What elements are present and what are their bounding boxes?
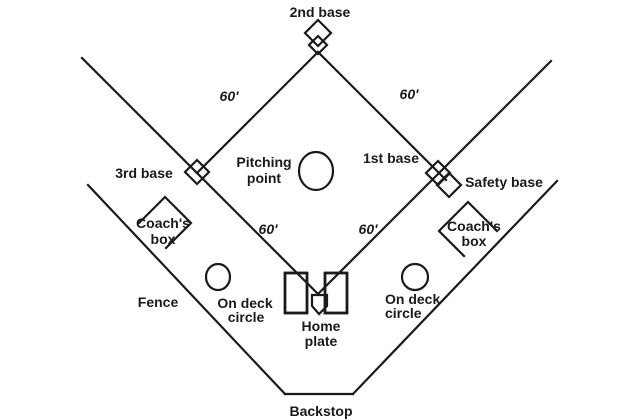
distance-second-third-label: 60' xyxy=(220,88,240,104)
coachs-box-left-label-line2: box xyxy=(151,231,176,247)
on-deck-left-label-line2: circle xyxy=(228,309,265,325)
distance-home-third-label: 60' xyxy=(259,221,279,237)
on-deck-right-label-line1: On deck xyxy=(385,291,440,307)
second-base-corner xyxy=(307,34,329,56)
on-deck-left-label-line1: On deck xyxy=(217,295,272,311)
on-deck-right-label-line2: circle xyxy=(385,305,422,321)
safety-base-label: Safety base xyxy=(465,174,543,190)
pitching-point-label-line1: Pitching xyxy=(236,154,291,170)
baseline-second-to-third xyxy=(195,50,320,175)
coachs-box-left-shape xyxy=(137,195,193,250)
coachs-box-right-shape xyxy=(437,200,499,258)
on-deck-circle-right-shape xyxy=(400,262,430,292)
fence-label: Fence xyxy=(138,294,179,310)
fence-line-left xyxy=(86,183,287,396)
batters-box-right xyxy=(323,271,349,315)
second-base-label: 2nd base xyxy=(290,4,351,20)
distance-second-first-label: 60' xyxy=(400,86,420,102)
pitching-point-label-line2: point xyxy=(247,170,282,186)
on-deck-circle-left-shape xyxy=(204,262,232,292)
batters-box-left xyxy=(283,271,309,315)
safety-base-bag xyxy=(435,171,463,199)
baseline-second-to-first xyxy=(316,50,448,182)
home-plate-shape xyxy=(310,293,329,316)
distance-home-first-label: 60' xyxy=(359,221,379,237)
foul-line-right xyxy=(316,59,553,296)
fence-line-right xyxy=(351,179,559,396)
home-plate-label-line2: plate xyxy=(305,333,338,349)
foul-line-left xyxy=(80,56,320,296)
second-base-bag xyxy=(303,18,333,48)
coachs-box-left-label-line1: Coach's xyxy=(136,215,190,231)
coachs-box-right-label-line2: box xyxy=(462,233,487,249)
third-base-label: 3rd base xyxy=(115,165,173,181)
pitching-circle xyxy=(297,150,335,192)
home-plate-label-line1: Home xyxy=(302,318,341,334)
third-base-bag xyxy=(183,158,211,186)
first-base-label: 1st base xyxy=(363,150,419,166)
coachs-box-right-label-line1: Coach's xyxy=(447,218,501,234)
backstop-label: Backstop xyxy=(289,403,352,419)
